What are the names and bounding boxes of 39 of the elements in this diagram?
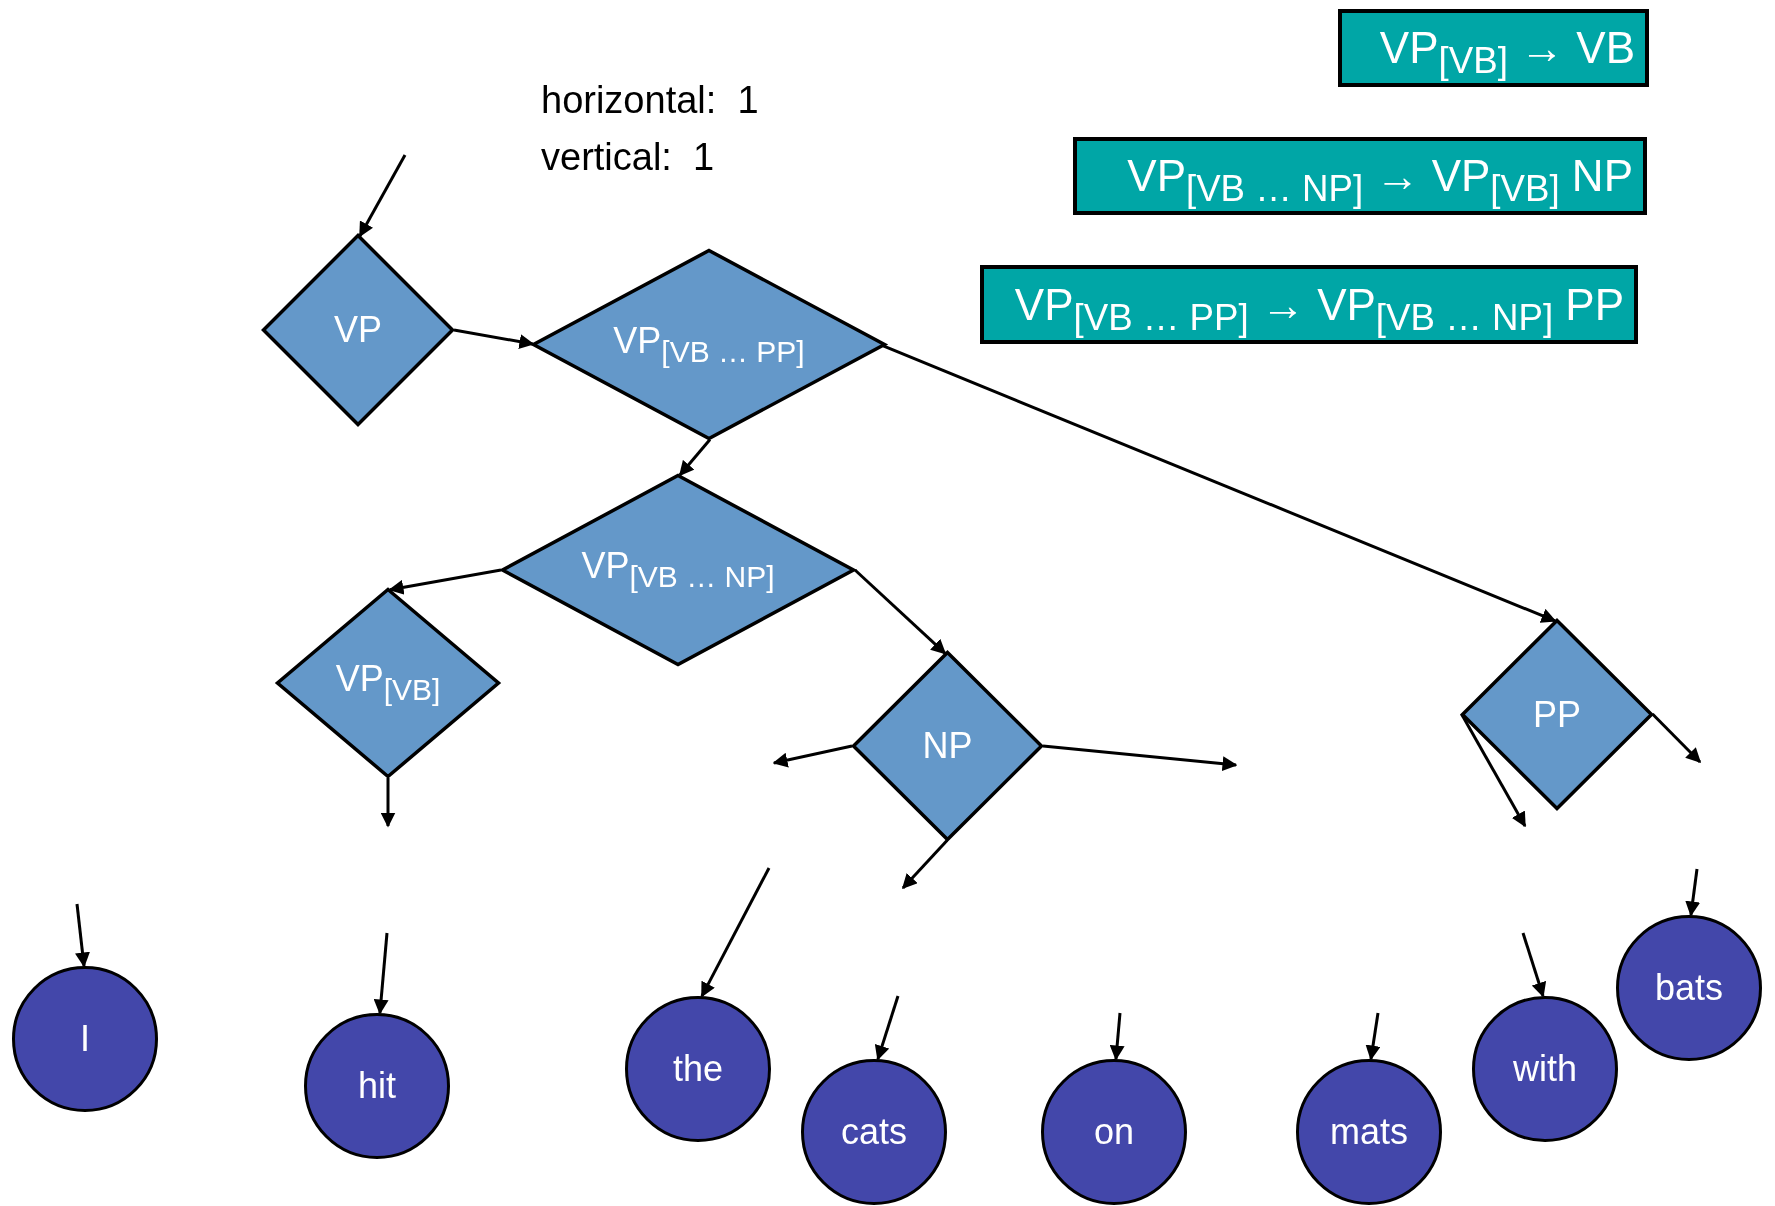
arrow bbox=[882, 344, 1557, 623]
arrow bbox=[380, 778, 396, 828]
word-label: mats bbox=[1330, 1114, 1408, 1150]
node-label: VP$_{[VB … NP]}$ bbox=[581, 548, 775, 592]
node-label: PP bbox=[1533, 696, 1581, 733]
word-label: I bbox=[80, 1021, 90, 1057]
note-text: horizontal: 1 bbox=[541, 78, 759, 123]
arrow bbox=[1460, 713, 1527, 828]
note-text: vertical: 1 bbox=[541, 135, 715, 180]
arrow bbox=[854, 568, 947, 655]
rule-text: VP$_{[VB … PP]}$ → VP$_{[VB … NP]}$ PP bbox=[1013, 279, 1624, 340]
word-label: with bbox=[1513, 1051, 1577, 1087]
arrow bbox=[874, 995, 900, 1061]
arrow bbox=[358, 154, 407, 238]
arrow bbox=[700, 867, 771, 998]
arrow bbox=[453, 328, 535, 350]
word-label: the bbox=[673, 1051, 723, 1087]
arrow bbox=[772, 744, 853, 768]
arrow bbox=[1651, 712, 1702, 764]
arrow bbox=[373, 932, 389, 1015]
arrow bbox=[678, 438, 712, 477]
rule-text: VP$_{[VB … NP]}$ → VP$_{[VB]}$ NP bbox=[1126, 150, 1633, 211]
arrow bbox=[901, 839, 949, 890]
rule-text: VP$_{[VB]}$ → VB bbox=[1378, 22, 1635, 83]
word-label: bats bbox=[1655, 970, 1723, 1006]
word-label: cats bbox=[841, 1114, 907, 1150]
node-label: VP$_{[VB]}$ bbox=[335, 661, 441, 705]
word-label: on bbox=[1094, 1114, 1134, 1150]
arrow bbox=[1521, 932, 1547, 998]
word-label: hit bbox=[358, 1068, 396, 1104]
arrow bbox=[388, 568, 502, 595]
arrow bbox=[75, 903, 90, 968]
arrow bbox=[1109, 1012, 1125, 1061]
node-label: VP bbox=[334, 312, 382, 348]
arrow bbox=[1685, 868, 1701, 917]
node-label: VP$_{[VB … PP]}$ bbox=[613, 322, 805, 367]
node-label: NP bbox=[922, 728, 973, 764]
arrow bbox=[1365, 1012, 1381, 1061]
arrow bbox=[1042, 744, 1238, 772]
